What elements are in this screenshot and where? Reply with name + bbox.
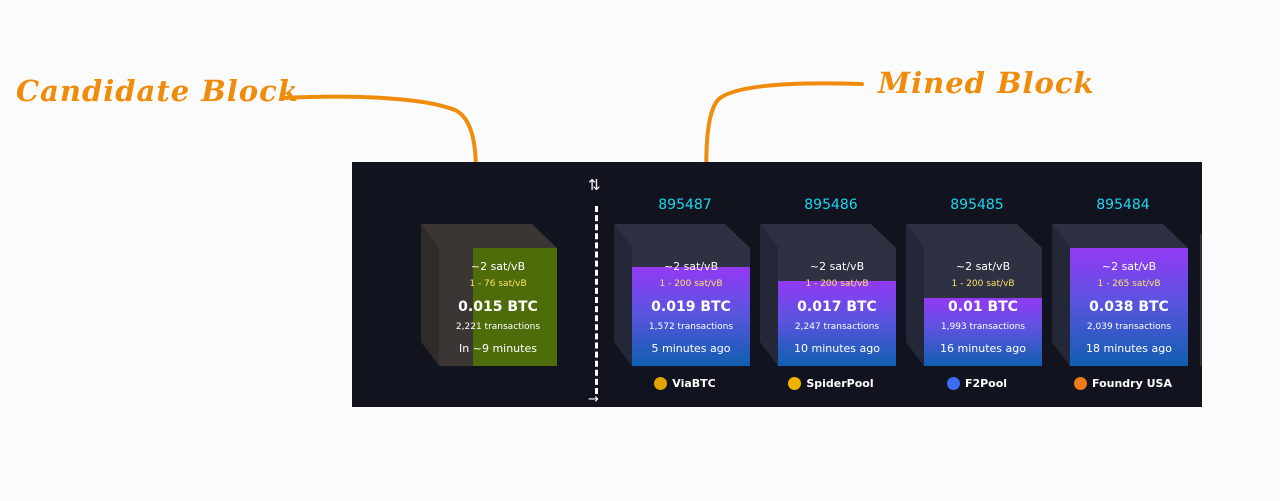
next-block-edge	[1200, 234, 1202, 366]
block-side-face	[421, 224, 439, 366]
block-front: ~2 sat/vB 1 - 76 sat/vB 0.015 BTC 2,221 …	[439, 248, 557, 366]
block-transaction-count: 2,039 transactions	[1086, 322, 1172, 332]
pool-logo-icon	[1074, 377, 1088, 390]
sort-icon[interactable]: ⇅	[588, 176, 601, 194]
block-total-fees: 0.015 BTC	[458, 299, 538, 315]
pool-name: SpiderPool	[806, 377, 874, 390]
mining-pool[interactable]: Foundry USA	[1052, 377, 1194, 390]
pool-name: Foundry USA	[1092, 377, 1172, 390]
mined-block[interactable]: ~2 sat/vB 1 - 200 sat/vB 0.01 BTC 1,993 …	[906, 224, 1048, 366]
block-age: 10 minutes ago	[794, 342, 880, 355]
block-side-face	[906, 224, 924, 366]
block-median-fee: ~2 sat/vB	[809, 260, 865, 273]
block-median-fee: ~2 sat/vB	[663, 260, 719, 273]
block-transaction-count: 2,247 transactions	[794, 322, 880, 332]
block-height[interactable]: 895486	[804, 197, 858, 213]
block-fill	[778, 281, 896, 366]
blockchain-panel: ⇅ → ~2 sat/vB 1 - 76 sat/vB 0.015 BTC 2,…	[352, 162, 1202, 407]
block-top-face	[1052, 224, 1188, 248]
block-total-fees: 0.038 BTC	[1089, 299, 1169, 315]
block-transaction-count: 2,221 transactions	[455, 322, 541, 332]
mined-block[interactable]: ~2 sat/vB 1 - 200 sat/vB 0.019 BTC 1,572…	[614, 224, 756, 366]
block-side-face	[760, 224, 778, 366]
block-median-fee: ~2 sat/vB	[470, 260, 526, 273]
block-fee-range: 1 - 200 sat/vB	[951, 279, 1015, 289]
block-top-face	[760, 224, 896, 248]
block-front: ~2 sat/vB 1 - 200 sat/vB 0.019 BTC 1,572…	[632, 248, 750, 366]
block-height[interactable]: 895487	[658, 197, 712, 213]
pool-name: F2Pool	[964, 377, 1008, 390]
block-eta: In ~9 minutes	[459, 342, 537, 355]
block-median-fee: ~2 sat/vB	[1101, 260, 1157, 273]
block-top-face	[614, 224, 750, 248]
block-height[interactable]: 895484	[1096, 197, 1150, 213]
block-front: ~2 sat/vB 1 - 200 sat/vB 0.01 BTC 1,993 …	[924, 248, 1042, 366]
block-front: ~2 sat/vB 1 - 200 sat/vB 0.017 BTC 2,247…	[778, 248, 896, 366]
annotation-mined-block: Mined Block	[878, 66, 1095, 100]
block-fee-range: 1 - 200 sat/vB	[659, 279, 723, 289]
arrow-right-icon[interactable]: →	[588, 392, 599, 407]
mined-block[interactable]: ~2 sat/vB 1 - 265 sat/vB 0.038 BTC 2,039…	[1052, 224, 1194, 366]
block-total-fees: 0.017 BTC	[797, 299, 877, 315]
mining-pool[interactable]: F2Pool	[906, 377, 1048, 390]
mining-pool[interactable]: SpiderPool	[760, 377, 902, 390]
block-median-fee: ~2 sat/vB	[955, 260, 1011, 273]
block-fill	[924, 297, 1042, 366]
block-fee-range: 1 - 200 sat/vB	[805, 279, 869, 289]
pool-logo-icon	[946, 377, 960, 390]
block-fee-range: 1 - 76 sat/vB	[469, 279, 527, 289]
pool-name: ViaBTC	[672, 377, 716, 390]
mempool-divider	[595, 206, 598, 394]
pool-logo-icon	[788, 377, 802, 390]
block-age: 16 minutes ago	[940, 342, 1026, 355]
candidate-block[interactable]: ~2 sat/vB 1 - 76 sat/vB 0.015 BTC 2,221 …	[421, 224, 563, 366]
block-height[interactable]: 895485	[950, 197, 1004, 213]
block-age: 5 minutes ago	[651, 342, 731, 355]
block-front: ~2 sat/vB 1 - 265 sat/vB 0.038 BTC 2,039…	[1070, 248, 1188, 366]
block-total-fees: 0.01 BTC	[948, 299, 1018, 315]
block-age: 18 minutes ago	[1086, 342, 1172, 355]
pool-logo-icon	[654, 377, 668, 390]
block-side-face	[1052, 224, 1070, 366]
block-top-face	[421, 224, 557, 248]
block-transaction-count: 1,572 transactions	[648, 322, 734, 332]
mined-block[interactable]: ~2 sat/vB 1 - 200 sat/vB 0.017 BTC 2,247…	[760, 224, 902, 366]
block-total-fees: 0.019 BTC	[651, 299, 731, 315]
block-transaction-count: 1,993 transactions	[940, 322, 1026, 332]
block-fee-range: 1 - 265 sat/vB	[1097, 279, 1161, 289]
annotation-candidate-block: Candidate Block	[16, 74, 299, 108]
block-side-face	[614, 224, 632, 366]
block-top-face	[906, 224, 1042, 248]
block-fill	[1070, 248, 1188, 366]
block-fill	[632, 266, 750, 366]
mining-pool[interactable]: ViaBTC	[614, 377, 756, 390]
candidate-fill	[473, 248, 557, 366]
